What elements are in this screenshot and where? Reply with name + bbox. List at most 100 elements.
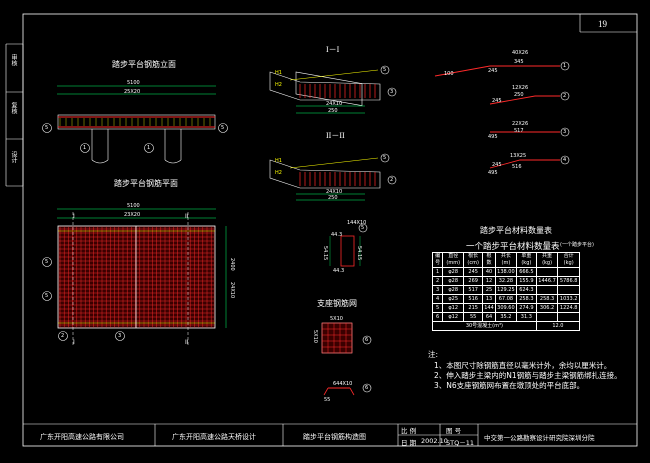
- rebar-1-mark: 1: [563, 63, 567, 69]
- section-mark-1-bottom: I: [73, 339, 75, 346]
- bar-detail-dim-2: 54.15: [322, 246, 328, 261]
- table-cell: 155.9: [515, 276, 537, 286]
- section-1-title: I－I: [326, 45, 340, 54]
- mark-5-elev: 5: [45, 125, 49, 131]
- note-3: 3、N6支座钢筋网布置在墩顶处的平台底部。: [434, 381, 585, 390]
- table-cell: φ28: [442, 267, 465, 277]
- table-cell: 40: [482, 267, 496, 277]
- page-number: 19: [598, 19, 607, 29]
- rebar-3-dim-c: 495: [488, 134, 498, 140]
- table-row: 3 φ28 517 25 129.25 624.3: [431, 285, 580, 295]
- support-title: 支座钢筋网: [317, 299, 357, 308]
- plan-dim-width: 2400: [229, 258, 235, 271]
- section-1-mark-3: 3: [390, 89, 394, 95]
- material-table: 编号 直径(mm) 根长(cm) 根数 共长(m) 单重(kg) 共重(kg) …: [431, 252, 581, 331]
- mark-3-plan: 3: [118, 333, 122, 339]
- table-cell: [535, 267, 559, 277]
- table-cell: 2: [431, 276, 444, 286]
- table-cell: 13: [482, 294, 496, 304]
- note-1: 1、本图尺寸除钢筋直径以毫米计外，余均以厘米计。: [434, 361, 612, 370]
- material-table-subtitle: 一个踏步平台材料数量表: [466, 242, 560, 252]
- section-mark-2-top: II: [185, 213, 189, 220]
- rebar-shapes: [434, 65, 560, 169]
- table-cell: 306.2: [535, 303, 559, 313]
- table-cell: [535, 312, 559, 322]
- section-2-view: [269, 153, 397, 201]
- plan-title: 踏步平台钢筋平面: [114, 179, 178, 188]
- material-table-title: 踏步平台材料数量表: [480, 226, 552, 235]
- bar-detail: [329, 223, 368, 267]
- project-name: 广东开阳高速公路天桥设计: [172, 433, 256, 441]
- elevation-dim-length: 5100: [127, 80, 140, 86]
- table-cell: 309.60: [494, 303, 517, 313]
- table-cell: [557, 312, 580, 322]
- rebar-4-dim-b: 245: [492, 162, 502, 168]
- table-header: 共长(m): [494, 252, 517, 268]
- rebar-4-dim-a: 13X25: [510, 153, 527, 159]
- designer-name: 中交第一公路勘察设计研究院深圳分院: [484, 434, 595, 442]
- table-cell: 245: [463, 267, 484, 277]
- table-cell: 1: [431, 267, 444, 277]
- table-header: 共重(kg): [535, 252, 559, 268]
- table-cell: 31.3: [515, 312, 537, 322]
- support-mesh: [321, 322, 372, 396]
- table-cell: 32.28: [494, 276, 517, 286]
- section-2-dim-width: 250: [328, 195, 338, 201]
- notes-heading: 注:: [428, 350, 439, 359]
- table-cell: 258.3: [515, 294, 537, 304]
- support-mark-6: 6: [365, 337, 369, 343]
- table-row: 6 φ12 55 64 35.2 31.3: [431, 312, 580, 322]
- table-row: 2 φ28 269 12 32.28 155.9 1446.7 5786.8: [431, 276, 580, 286]
- mark-5-plan: 5: [45, 259, 49, 265]
- table-cell: [557, 285, 580, 295]
- table-row-concrete: 30号混凝土(m³) 12.0: [432, 321, 581, 331]
- table-cell: 4: [431, 294, 444, 304]
- table-cell: [535, 285, 559, 295]
- plan-dim-length: 5100: [127, 203, 140, 209]
- section-2-h2: H2: [275, 170, 282, 176]
- table-cell: 12.0: [535, 321, 581, 331]
- elevation-view: [42, 85, 228, 164]
- support-dim-top: 5X10: [330, 316, 343, 322]
- mark-5-elev-r: 5: [221, 125, 225, 131]
- owner-name: 广东开阳高速公路有限公司: [40, 433, 124, 441]
- table-header: 合计(kg): [557, 252, 580, 268]
- table-header: 直径(mm): [442, 252, 465, 268]
- review-label: 审核: [10, 54, 17, 66]
- table-cell: 215: [463, 303, 484, 313]
- rebar-3-mark: 3: [563, 129, 567, 135]
- table-cell: 30号混凝土(m³): [432, 321, 537, 331]
- rebar-4-dim-d: 495: [488, 170, 498, 176]
- rebar-1-dim-c: 345: [514, 59, 524, 65]
- table-cell: 1224.8: [557, 303, 580, 313]
- section-1-h1: H1: [275, 70, 282, 76]
- table-header-row: 编号 直径(mm) 根长(cm) 根数 共长(m) 单重(kg) 共重(kg) …: [431, 252, 580, 268]
- check-label: 复核: [10, 102, 17, 114]
- rebar-3-dim-a: 22X26: [512, 121, 529, 127]
- elevation-dim-spacing: 25X20: [124, 89, 141, 95]
- table-cell: 5: [431, 303, 444, 313]
- mark-1-elev-r: 1: [147, 145, 151, 151]
- table-cell: φ28: [442, 285, 465, 295]
- section-mark-1-top: I: [73, 213, 75, 220]
- table-cell: 129.25: [494, 285, 517, 295]
- elevation-title: 踏步平台钢筋立面: [112, 60, 176, 69]
- table-header: 编号: [431, 252, 444, 268]
- rebar-4-mark: 4: [563, 157, 567, 163]
- table-cell: [557, 267, 580, 277]
- table-header: 单重(kg): [515, 252, 537, 268]
- table-cell: 25: [482, 285, 496, 295]
- outer-frame: [22, 13, 638, 447]
- section-1-dim-spacing: 24X10: [326, 101, 343, 107]
- table-header: 根数: [482, 252, 496, 268]
- bar-detail-dim-1: 44.3: [331, 232, 343, 238]
- rebar-4-dim-c: 516: [512, 164, 522, 170]
- table-row: 4 φ25 516 13 67.08 258.3 258.3 1033.2: [431, 294, 580, 304]
- section-2-h1: H1: [275, 158, 282, 164]
- table-cell: 5786.8: [557, 276, 580, 286]
- scale-label: 比 例: [401, 427, 417, 435]
- table-cell: 55: [463, 312, 484, 322]
- section-2-dim-spacing: 24X10: [326, 189, 343, 195]
- table-cell: 6: [431, 312, 444, 322]
